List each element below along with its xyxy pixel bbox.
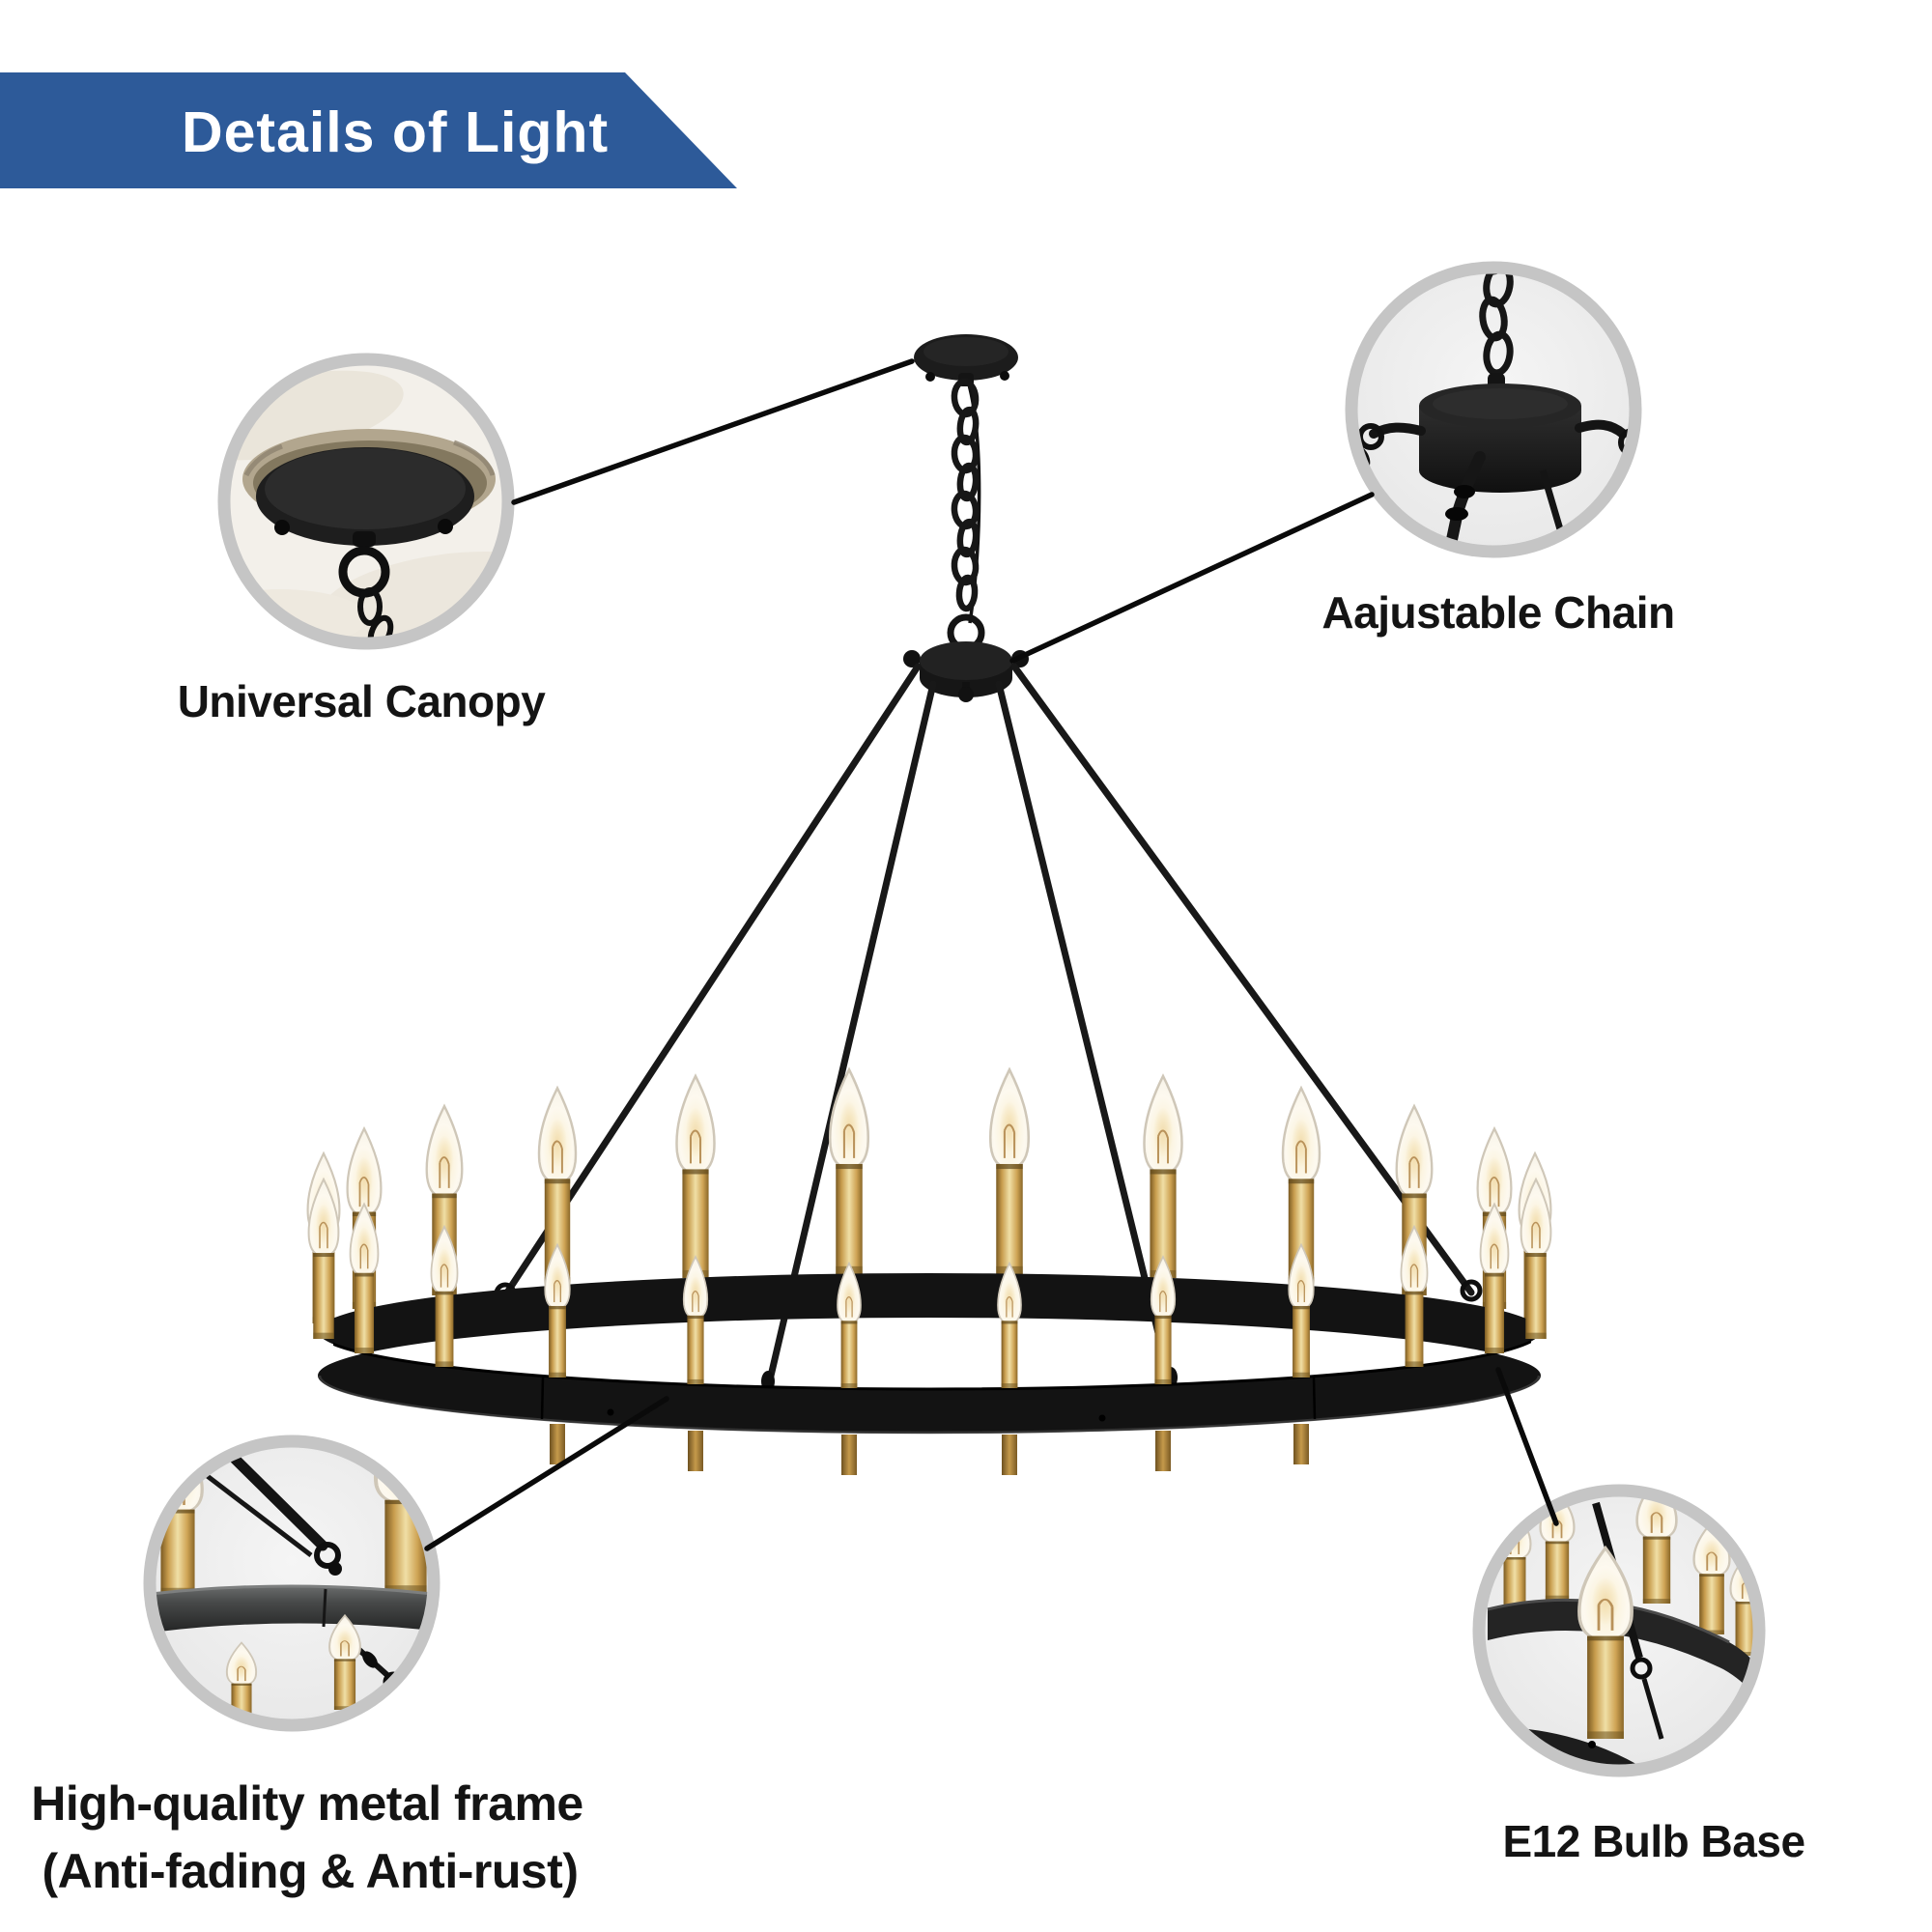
support-rod-front-right <box>995 680 1175 1388</box>
callout-line-chain <box>1009 492 1375 664</box>
bulb-detail-circle: E12 Bulb Base <box>1472 1484 1805 1866</box>
banner-ribbon <box>0 72 737 188</box>
frame-detail-circle: High-quality metal frame (Anti-fading & … <box>31 1435 583 1898</box>
support-rod-front-left <box>764 680 937 1392</box>
canopy-detail-circle: Universal Canopy <box>178 353 547 726</box>
frame-label-line2: (Anti-fading & Anti-rust) <box>43 1844 579 1898</box>
chain-detail-photo <box>1357 273 1630 546</box>
bulb-circle-border <box>1472 1484 1766 1777</box>
canopy-label: Universal Canopy <box>178 676 546 726</box>
banner-title: Details of Light <box>182 100 609 164</box>
frame-label-line1: High-quality metal frame <box>31 1776 582 1831</box>
socket-stubs <box>550 1424 1309 1475</box>
frame-detail-photo <box>156 1447 428 1719</box>
bulb-label: E12 Bulb Base <box>1502 1816 1804 1866</box>
wheel-ring <box>318 1273 1541 1435</box>
callout-lines <box>424 358 1559 1551</box>
support-rod-left <box>501 663 922 1299</box>
chain-label: Aajustable Chain <box>1321 587 1674 638</box>
chain-circle-border <box>1345 261 1642 558</box>
chain-detail-circle: Aajustable Chain <box>1321 261 1675 638</box>
chandelier-hub <box>903 641 1029 702</box>
canopy-circle-border <box>217 353 515 650</box>
chandelier-illustration <box>306 334 1552 1475</box>
callout-line-canopy <box>511 358 915 505</box>
callout-line-frame <box>424 1396 669 1551</box>
chandelier-canopy <box>914 334 1018 386</box>
banner: Details of Light <box>0 72 737 188</box>
callout-line-bulb <box>1495 1367 1559 1526</box>
chandelier-chain <box>947 378 985 652</box>
frame-circle-border <box>143 1435 440 1732</box>
